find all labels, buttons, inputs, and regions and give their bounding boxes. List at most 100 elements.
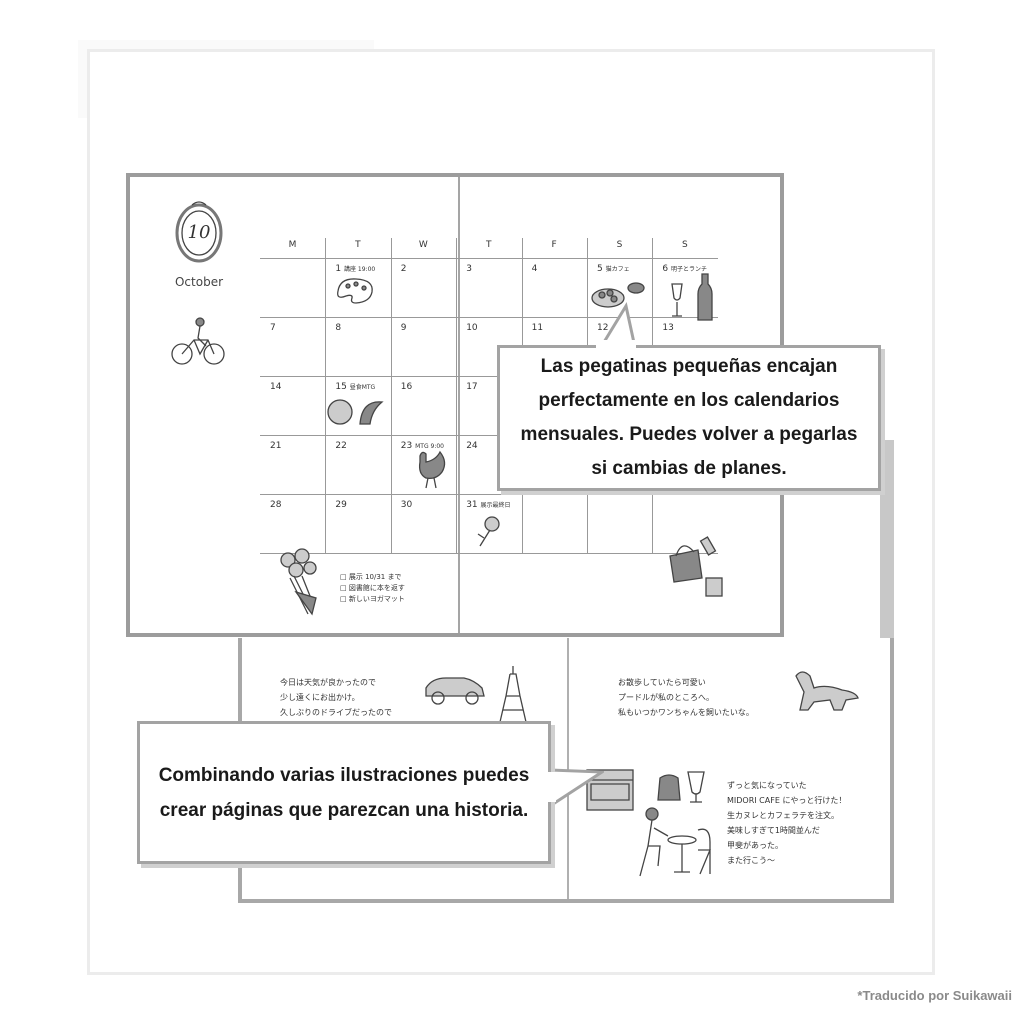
day-note: 展示最終日 [480, 502, 511, 509]
day-number: 5 [597, 264, 603, 274]
grid-line [260, 494, 718, 495]
grid-line [260, 317, 718, 318]
poodle-sticker-icon [795, 671, 859, 711]
calendar-day[interactable]: 29 [335, 500, 346, 510]
day-number: 16 [400, 382, 413, 392]
weekday-header: W [418, 240, 428, 250]
month-number: 10 [187, 222, 211, 243]
day-number: 11 [531, 323, 544, 333]
calendar-day[interactable]: 6 明子とランチ [662, 264, 707, 274]
memo-item: □ 新しいヨガマット [340, 595, 405, 603]
eiffel-tower-icon [499, 666, 527, 723]
calendar-day[interactable]: 22 [335, 441, 346, 451]
weekday-header: T [355, 240, 361, 250]
calendar-day[interactable]: 9 [401, 323, 407, 333]
calendar-day[interactable]: 1 講座 19:00 [335, 264, 375, 274]
diary-spine [567, 638, 569, 899]
diary-right-text-bottom: ずっと気になっていた MIDORI CAFE にやっと行けた！ 生カヌレとカフェ… [727, 781, 847, 865]
day-number: 23 [400, 441, 413, 451]
grid-line [456, 238, 458, 554]
calendar-day[interactable]: 30 [401, 500, 412, 510]
day-number: 13 [662, 323, 674, 333]
memo-item: □ 図書館に本を返す [340, 584, 405, 592]
weekday-header: M [288, 240, 297, 250]
palette-sticker-icon [337, 278, 373, 304]
grid-line [260, 376, 718, 377]
canele-sticker-icon [657, 774, 681, 801]
weekday-header: T [485, 240, 492, 250]
cyclist-sticker-icon [171, 317, 225, 365]
champagne-sticker-icon [671, 273, 713, 321]
day-number: 30 [400, 500, 413, 510]
weekday-header: F [551, 240, 557, 250]
calendar-day[interactable]: 14 [270, 382, 281, 392]
calendar-day[interactable]: 2 [401, 264, 407, 274]
calendar-day[interactable]: 15 昼食MTG [335, 382, 375, 392]
calendar-day[interactable]: 5 猫カフェ [597, 264, 630, 274]
story-callout: Combinando varias ilustraciones puedes c… [137, 721, 551, 864]
rooster-sticker-icon [418, 450, 446, 489]
cafe-scene-icon [639, 807, 711, 877]
grid-line [260, 258, 718, 259]
day-number: 29 [335, 500, 347, 510]
calendar-day[interactable]: 28 [270, 500, 281, 510]
grid-line [390, 238, 392, 554]
car-sticker-icon [425, 677, 485, 705]
day-number: 12 [597, 323, 609, 333]
bouquet-sticker-icon [280, 548, 317, 616]
cake-sticker-icon [591, 282, 645, 308]
calendar-day[interactable]: 12 [597, 323, 608, 333]
calendar-day[interactable]: 7 [270, 323, 276, 333]
callout-pointer-cover [546, 772, 556, 802]
day-note: 昼食MTG [349, 384, 376, 391]
memo-list: □ 展示 10/31 まで □ 図書館に本を返す □ 新しいヨガマット [340, 572, 405, 605]
weekday-header: S [682, 240, 688, 250]
day-number: 6 [662, 264, 669, 274]
diary-right-text-top: お散歩していたら可愛い プードルが私のところへ。 私もいつかワンちゃんを飼いたい… [618, 678, 754, 717]
planner-spine [458, 177, 460, 633]
day-number: 4 [531, 264, 538, 274]
day-number: 22 [335, 441, 347, 451]
day-number: 9 [400, 323, 407, 333]
calendar-day[interactable]: 24 [466, 441, 477, 451]
flower-sticker-icon [477, 516, 500, 547]
calendar-day[interactable]: 4 [532, 264, 538, 274]
calendar-day[interactable]: 23 MTG 9:00 [401, 441, 444, 451]
day-number: 8 [335, 323, 342, 333]
month-name: October [174, 275, 224, 289]
translation-credit: *Traducido por Suikawaii [857, 988, 1012, 1003]
calendar-day[interactable]: 21 [270, 441, 281, 451]
croissant-sticker-icon [327, 399, 384, 425]
day-number: 7 [270, 323, 276, 333]
ornate-frame-icon [175, 201, 223, 263]
day-number: 1 [335, 264, 342, 274]
calendar-day[interactable]: 11 [532, 323, 543, 333]
day-number: 10 [466, 323, 478, 333]
day-note: 明子とランチ [671, 266, 708, 273]
latte-glass-icon [687, 771, 705, 803]
day-number: 24 [466, 441, 478, 451]
memo-item: □ 展示 10/31 まで [340, 573, 402, 581]
calendar-day[interactable]: 16 [401, 382, 412, 392]
day-number: 28 [270, 500, 282, 510]
day-number: 2 [400, 264, 407, 274]
day-number: 3 [466, 264, 472, 274]
weekday-header: S [616, 240, 623, 250]
calendar-day[interactable]: 3 [466, 264, 472, 274]
grid-line [325, 238, 327, 554]
day-number: 17 [466, 382, 478, 392]
day-note: MTG 9:00 [415, 443, 444, 450]
diary-left-text: 今日は天気が良かったので 少し遠くにお出かけ。 久しぶりのドライブだったので [280, 678, 392, 717]
handbag-sticker-icon [669, 536, 723, 597]
stickers-callout: Las pegatinas pequeñas encajan perfectam… [497, 345, 881, 491]
calendar-day[interactable]: 31 展示最終日 [466, 500, 510, 510]
calendar-day[interactable]: 13 [662, 323, 673, 333]
day-note: 猫カフェ [605, 266, 630, 273]
grid-line [260, 553, 718, 554]
calendar-day[interactable]: 10 [466, 323, 477, 333]
day-number: 14 [270, 382, 282, 392]
calendar-day[interactable]: 8 [335, 323, 341, 333]
grid-line [260, 435, 718, 436]
calendar-day[interactable]: 17 [466, 382, 477, 392]
day-note: 講座 19:00 [344, 266, 376, 273]
